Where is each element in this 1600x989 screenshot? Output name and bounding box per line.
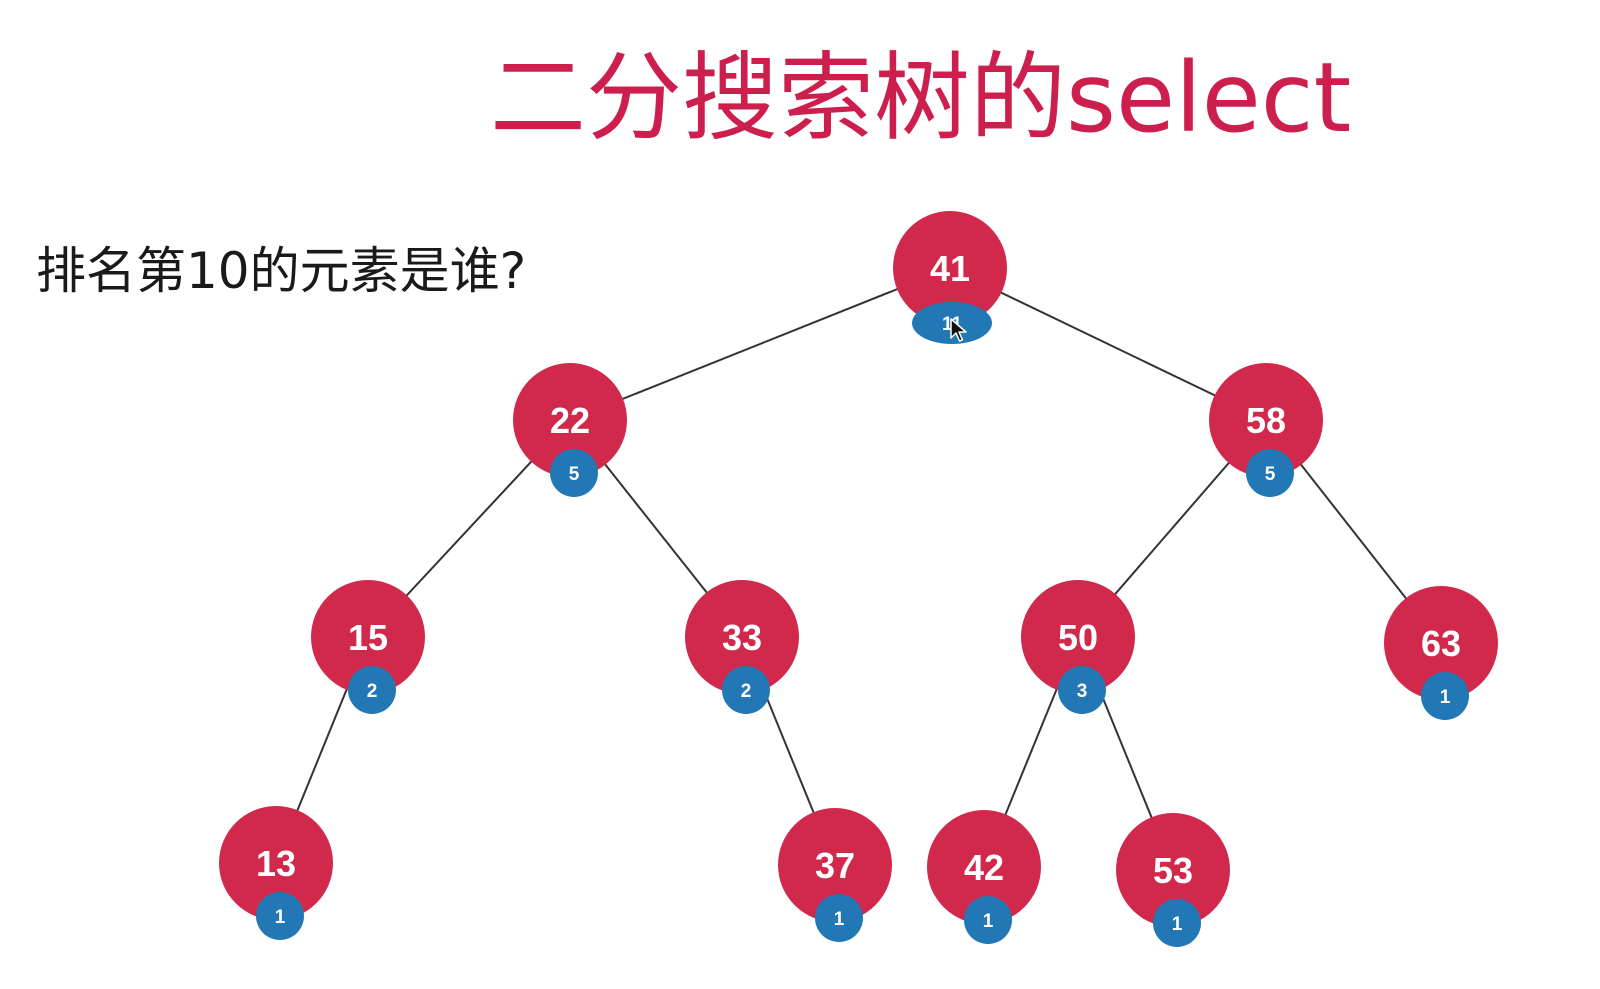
- slide-title: 二分搜索树的select: [490, 42, 1352, 154]
- node-circle: [685, 580, 799, 694]
- size-badge: [256, 892, 304, 940]
- node-value-label: 33: [722, 617, 762, 658]
- node-value-label: 58: [1246, 400, 1286, 441]
- size-badge-label: 1: [834, 909, 845, 930]
- size-badge: [722, 666, 770, 714]
- node-value-label: 50: [1058, 617, 1098, 658]
- size-badge-label: 2: [741, 681, 752, 702]
- node-value-label: 37: [815, 845, 855, 886]
- node-circle: [311, 580, 425, 694]
- node-value-label: 41: [930, 248, 970, 289]
- node-circle: [778, 808, 892, 922]
- mouse-pointer-icon: [950, 318, 967, 342]
- node-circle: [893, 211, 1007, 325]
- tree-node-50: 50 3: [1021, 580, 1135, 714]
- tree-node-37: 37 1: [778, 808, 892, 942]
- tree-node-13: 13 1: [219, 806, 333, 940]
- node-circle: [927, 810, 1041, 924]
- size-badge: [1246, 449, 1294, 497]
- tree-node-53: 53 1: [1116, 813, 1230, 947]
- size-badge: [815, 894, 863, 942]
- size-badge: [550, 449, 598, 497]
- node-circle: [1021, 580, 1135, 694]
- node-circle: [1116, 813, 1230, 927]
- edge-n41-n58: [949, 267, 1267, 421]
- tree-node-15: 15 2: [311, 580, 425, 714]
- node-circle: [219, 806, 333, 920]
- node-value-label: 53: [1153, 850, 1193, 891]
- node-circle: [1209, 363, 1323, 477]
- tree-node-42: 42 1: [927, 810, 1041, 944]
- node-circle: [513, 363, 627, 477]
- size-badge-label: 5: [569, 464, 580, 485]
- edge-n41-n22: [569, 267, 951, 421]
- size-badge-label: 5: [1265, 464, 1276, 485]
- size-badge-label: 3: [1077, 681, 1088, 702]
- question-text: 排名第10的元素是谁?: [36, 242, 527, 300]
- size-badge-label: 1: [1440, 687, 1451, 708]
- node-value-label: 63: [1421, 623, 1461, 664]
- tree-edges: [275, 267, 1442, 871]
- size-badge: [1421, 672, 1469, 720]
- tree-node-22: 22 5: [513, 363, 627, 497]
- size-badge: [348, 666, 396, 714]
- size-badge: [1058, 666, 1106, 714]
- tree-nodes: 4111225585152332503631131371421531: [219, 211, 1498, 947]
- tree-node-58: 58 5: [1209, 363, 1323, 497]
- size-badge-label: 1: [983, 911, 994, 932]
- node-value-label: 15: [348, 617, 388, 658]
- size-badge-label: 1: [1172, 914, 1183, 935]
- tree-node-33: 33 2: [685, 580, 799, 714]
- size-badge-label: 1: [275, 907, 286, 928]
- size-badge-label: 2: [367, 681, 378, 702]
- size-badge: [1153, 899, 1201, 947]
- tree-node-63: 63 1: [1384, 586, 1498, 720]
- node-value-label: 13: [256, 843, 296, 884]
- size-badge: [964, 896, 1012, 944]
- node-value-label: 42: [964, 847, 1004, 888]
- node-circle: [1384, 586, 1498, 700]
- node-value-label: 22: [550, 400, 590, 441]
